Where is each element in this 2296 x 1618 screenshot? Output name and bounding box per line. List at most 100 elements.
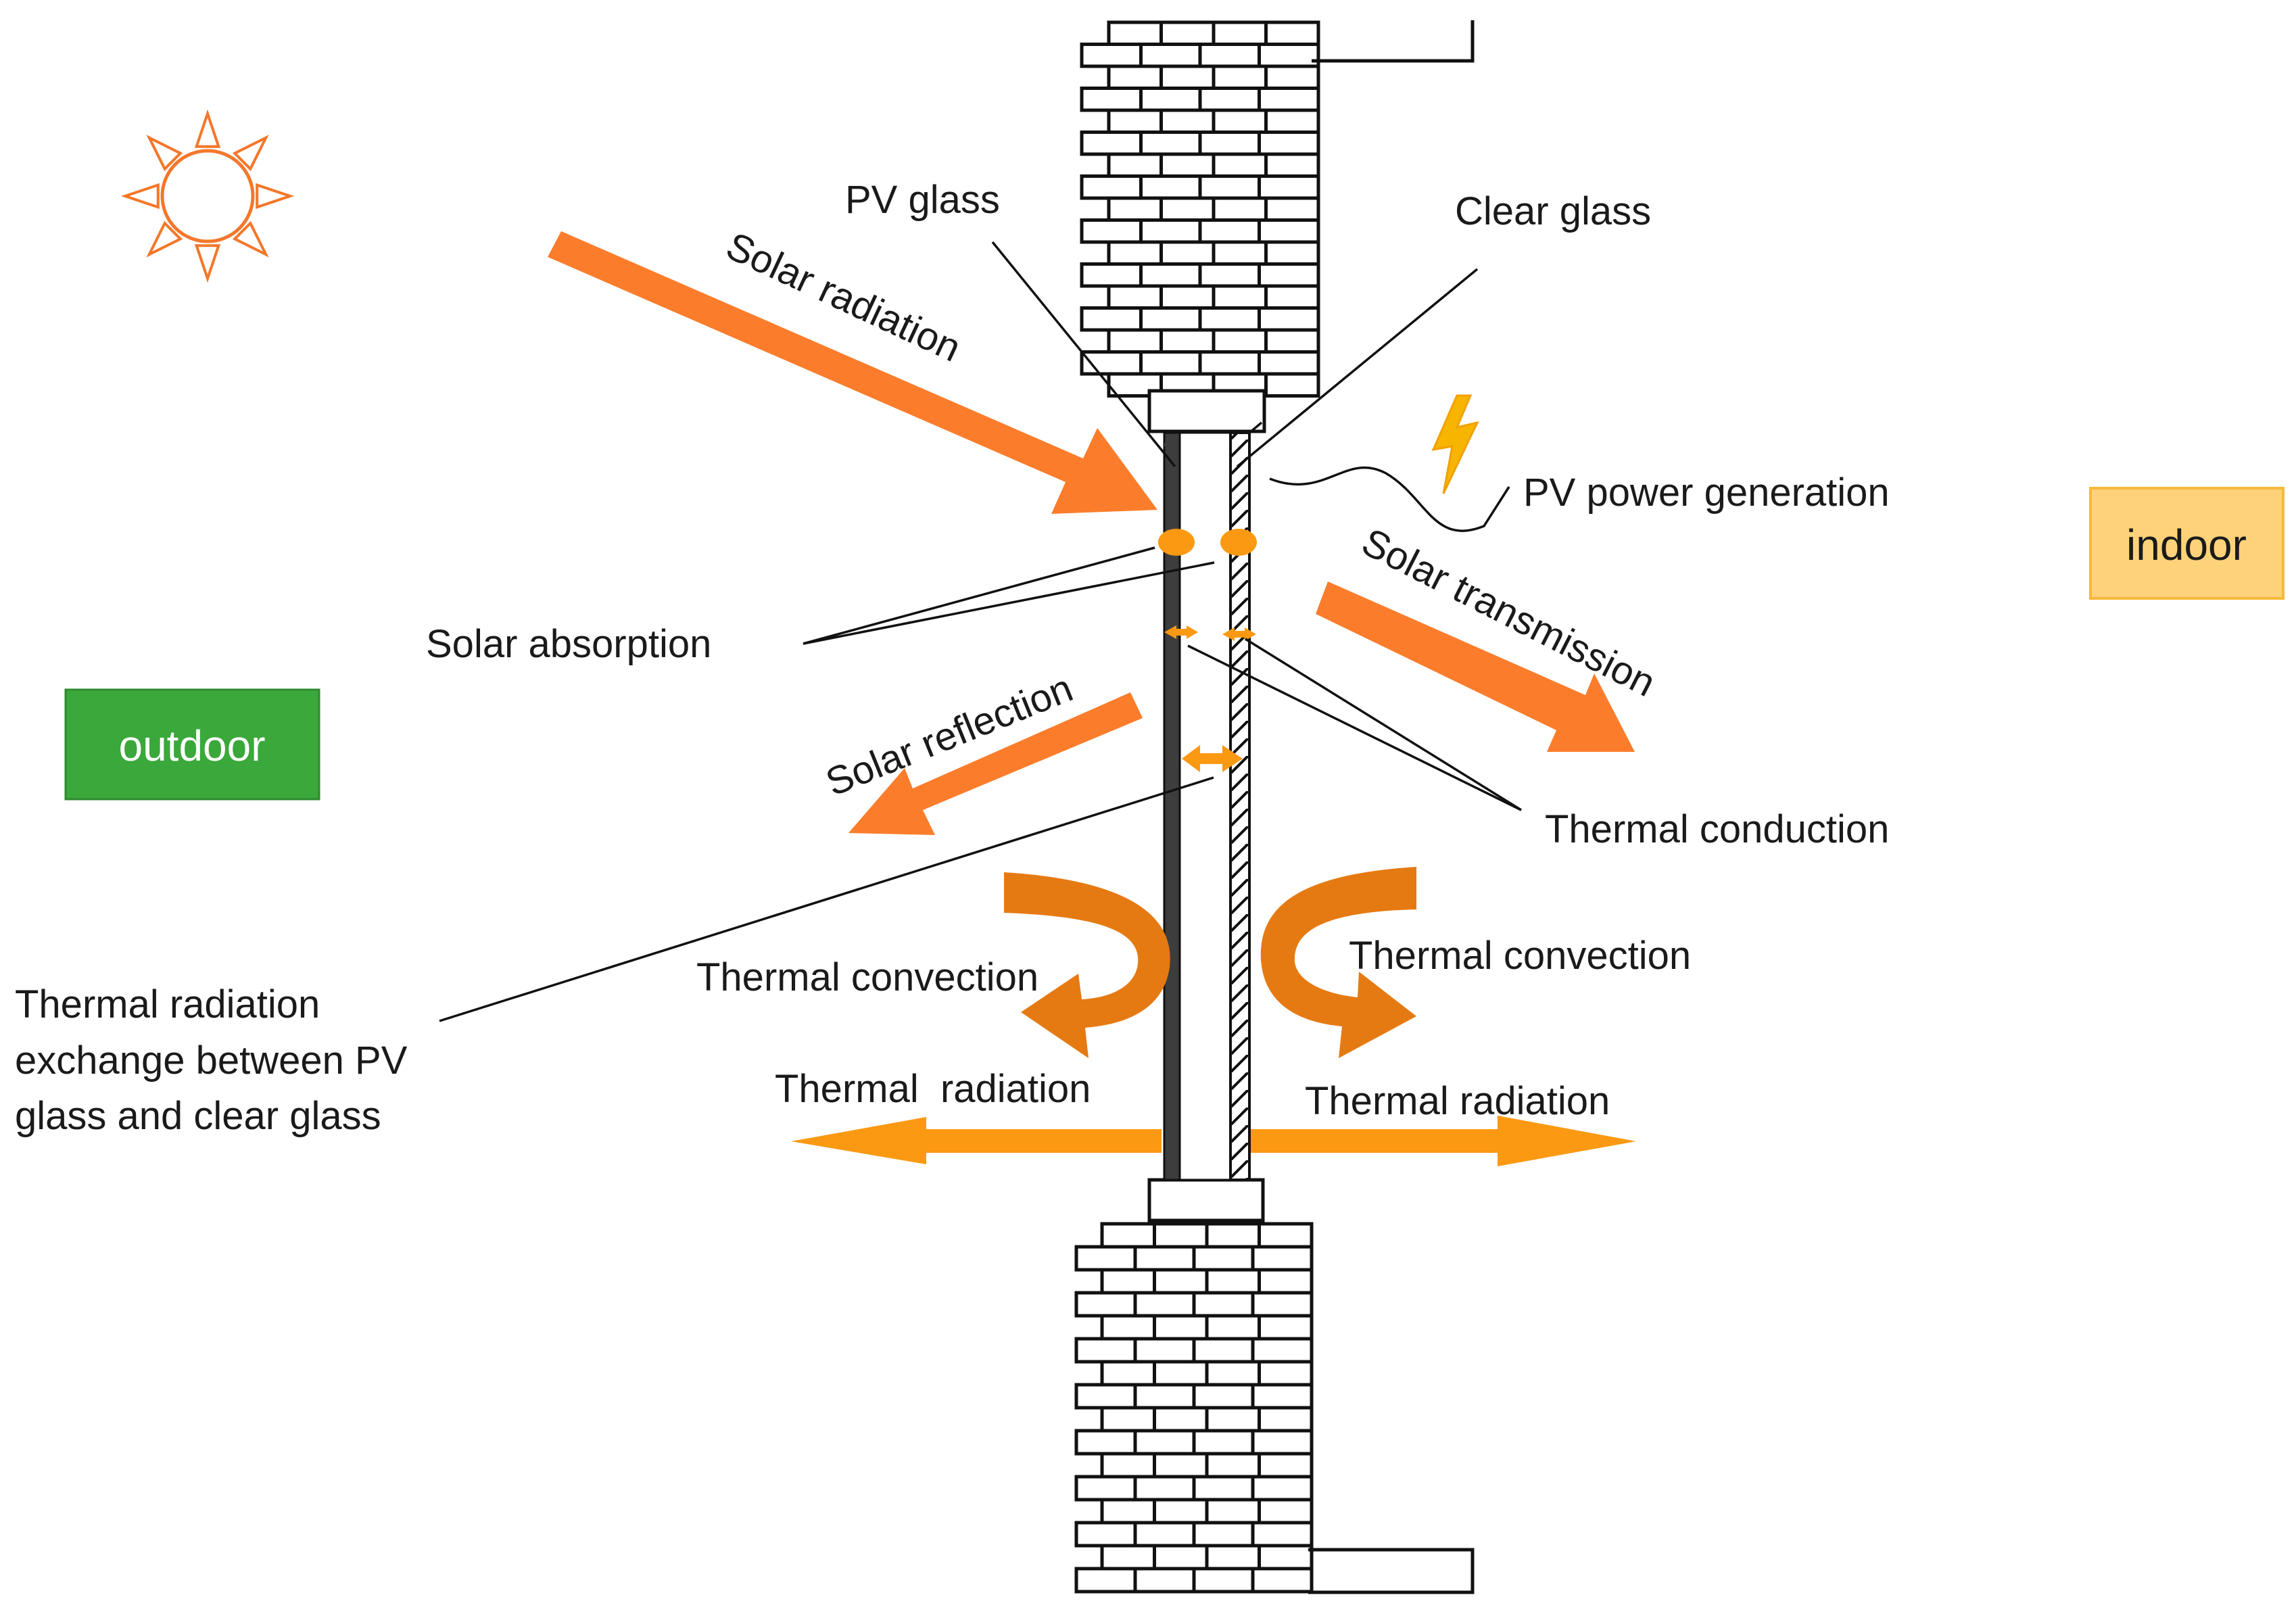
wall-brick bbox=[1258, 218, 1320, 244]
thermal-radiation-exchange-label-line-2: exchange between PV bbox=[15, 1039, 408, 1082]
wall-brick bbox=[1139, 350, 1202, 376]
wall-brick bbox=[1139, 218, 1202, 244]
wall-brick bbox=[1205, 1452, 1261, 1479]
wall-brick bbox=[1258, 350, 1320, 376]
wall-brick bbox=[1139, 262, 1202, 288]
wall-brick bbox=[1258, 130, 1320, 156]
wall-brick bbox=[1074, 1383, 1137, 1410]
wall-brick bbox=[1107, 240, 1163, 266]
wall-brick bbox=[1159, 20, 1216, 46]
absorption-marker-clear-glass bbox=[1220, 529, 1257, 556]
outdoor-label: outdoor bbox=[118, 721, 265, 770]
wall-brick bbox=[1100, 1452, 1156, 1479]
wall-brick bbox=[1139, 87, 1202, 112]
absorption-marker-pv-glass bbox=[1158, 529, 1195, 556]
clear-glass-leader bbox=[1236, 268, 1479, 468]
thermal-radiation-right-arrow bbox=[1251, 1116, 1636, 1166]
wall-brick bbox=[1205, 1498, 1261, 1525]
wall-brick bbox=[1107, 284, 1163, 310]
wall-brick bbox=[1258, 1498, 1314, 1525]
wall-brick bbox=[1159, 328, 1216, 354]
wall-brick bbox=[1133, 1429, 1196, 1456]
pv-glass-label: PV glass bbox=[845, 178, 1000, 222]
wall-brick bbox=[1192, 1429, 1255, 1456]
wall-brick bbox=[1133, 1337, 1196, 1364]
wall-brick bbox=[1159, 240, 1216, 266]
wall-brick bbox=[1192, 1337, 1255, 1364]
wall-brick bbox=[1258, 306, 1320, 332]
wall-brick bbox=[1251, 1291, 1314, 1318]
wall-brick bbox=[1258, 1314, 1314, 1341]
wall-brick bbox=[1205, 1222, 1261, 1249]
wall-brick bbox=[1251, 1521, 1314, 1548]
wall-brick bbox=[1133, 1567, 1196, 1594]
solar-transmission-arrow bbox=[1316, 581, 1635, 752]
wall-brick bbox=[1258, 87, 1320, 112]
wall-brick bbox=[1212, 152, 1268, 178]
wall-brick bbox=[1107, 196, 1163, 222]
wall-brick bbox=[1251, 1245, 1314, 1272]
cavity-radiation-exchange-arrow bbox=[1182, 745, 1243, 772]
thermal-convection-right-label: Thermal convection bbox=[1349, 934, 1691, 978]
wall-brick bbox=[1100, 1268, 1156, 1295]
wall-brick bbox=[1212, 284, 1268, 310]
wall-brick bbox=[1264, 20, 1320, 46]
wall-brick bbox=[1258, 1544, 1314, 1571]
wall-brick bbox=[1107, 64, 1163, 90]
wall-brick bbox=[1212, 240, 1268, 266]
wall-brick bbox=[1074, 1337, 1137, 1364]
solar-absorption-leader-1 bbox=[803, 546, 1155, 645]
wall-brick bbox=[1258, 174, 1320, 200]
wall-brick bbox=[1080, 130, 1143, 156]
wall-brick bbox=[1080, 262, 1143, 288]
wall-brick bbox=[1205, 1544, 1261, 1571]
wall-brick bbox=[1153, 1360, 1209, 1387]
wall-brick bbox=[1100, 1498, 1156, 1525]
wall-brick bbox=[1258, 1268, 1314, 1295]
wall-brick bbox=[1212, 108, 1268, 134]
upper-window-sill bbox=[1147, 389, 1266, 433]
wall-brick bbox=[1100, 1406, 1156, 1433]
wall-brick bbox=[1264, 240, 1320, 266]
wall-brick bbox=[1074, 1475, 1137, 1502]
wall-brick bbox=[1264, 372, 1320, 398]
clear-glass-top-chamfer bbox=[1248, 421, 1263, 434]
wall-brick bbox=[1074, 1245, 1137, 1272]
wall-brick bbox=[1192, 1567, 1255, 1594]
wall-brick bbox=[1133, 1245, 1196, 1272]
wall-brick bbox=[1251, 1383, 1314, 1410]
sun-ray bbox=[232, 220, 269, 258]
thermal-radiation-left-label: Thermal radiation bbox=[775, 1067, 1091, 1111]
wall-brick bbox=[1258, 1406, 1314, 1433]
wall-brick bbox=[1251, 1337, 1314, 1364]
sun-ray bbox=[120, 183, 160, 210]
lower-brick-wall bbox=[1074, 1222, 1314, 1594]
wall-brick bbox=[1100, 1314, 1156, 1341]
wall-brick bbox=[1153, 1268, 1209, 1295]
wall-brick bbox=[1198, 130, 1261, 156]
sun-icon bbox=[120, 109, 295, 283]
wall-brick bbox=[1198, 306, 1261, 332]
sun-ray bbox=[146, 135, 183, 172]
wall-brick bbox=[1198, 262, 1261, 288]
wall-brick bbox=[1153, 1498, 1209, 1525]
wall-brick bbox=[1264, 64, 1320, 90]
wall-brick bbox=[1264, 152, 1320, 178]
wall-brick bbox=[1205, 1268, 1261, 1295]
wall-brick bbox=[1258, 1222, 1314, 1249]
wall-brick bbox=[1153, 1222, 1209, 1249]
sun-disc bbox=[160, 149, 255, 243]
wall-brick bbox=[1264, 328, 1320, 354]
conduction-marker-pv-glass bbox=[1164, 625, 1198, 639]
wall-brick bbox=[1198, 174, 1261, 200]
wall-brick bbox=[1205, 1314, 1261, 1341]
wall-brick bbox=[1139, 43, 1202, 68]
wall-brick bbox=[1133, 1475, 1196, 1502]
wall-brick bbox=[1139, 130, 1202, 156]
wall-brick bbox=[1080, 218, 1143, 244]
wall-brick bbox=[1153, 1452, 1209, 1479]
indoor-label: indoor bbox=[2126, 521, 2247, 569]
wall-brick bbox=[1107, 108, 1163, 134]
wall-brick bbox=[1251, 1475, 1314, 1502]
